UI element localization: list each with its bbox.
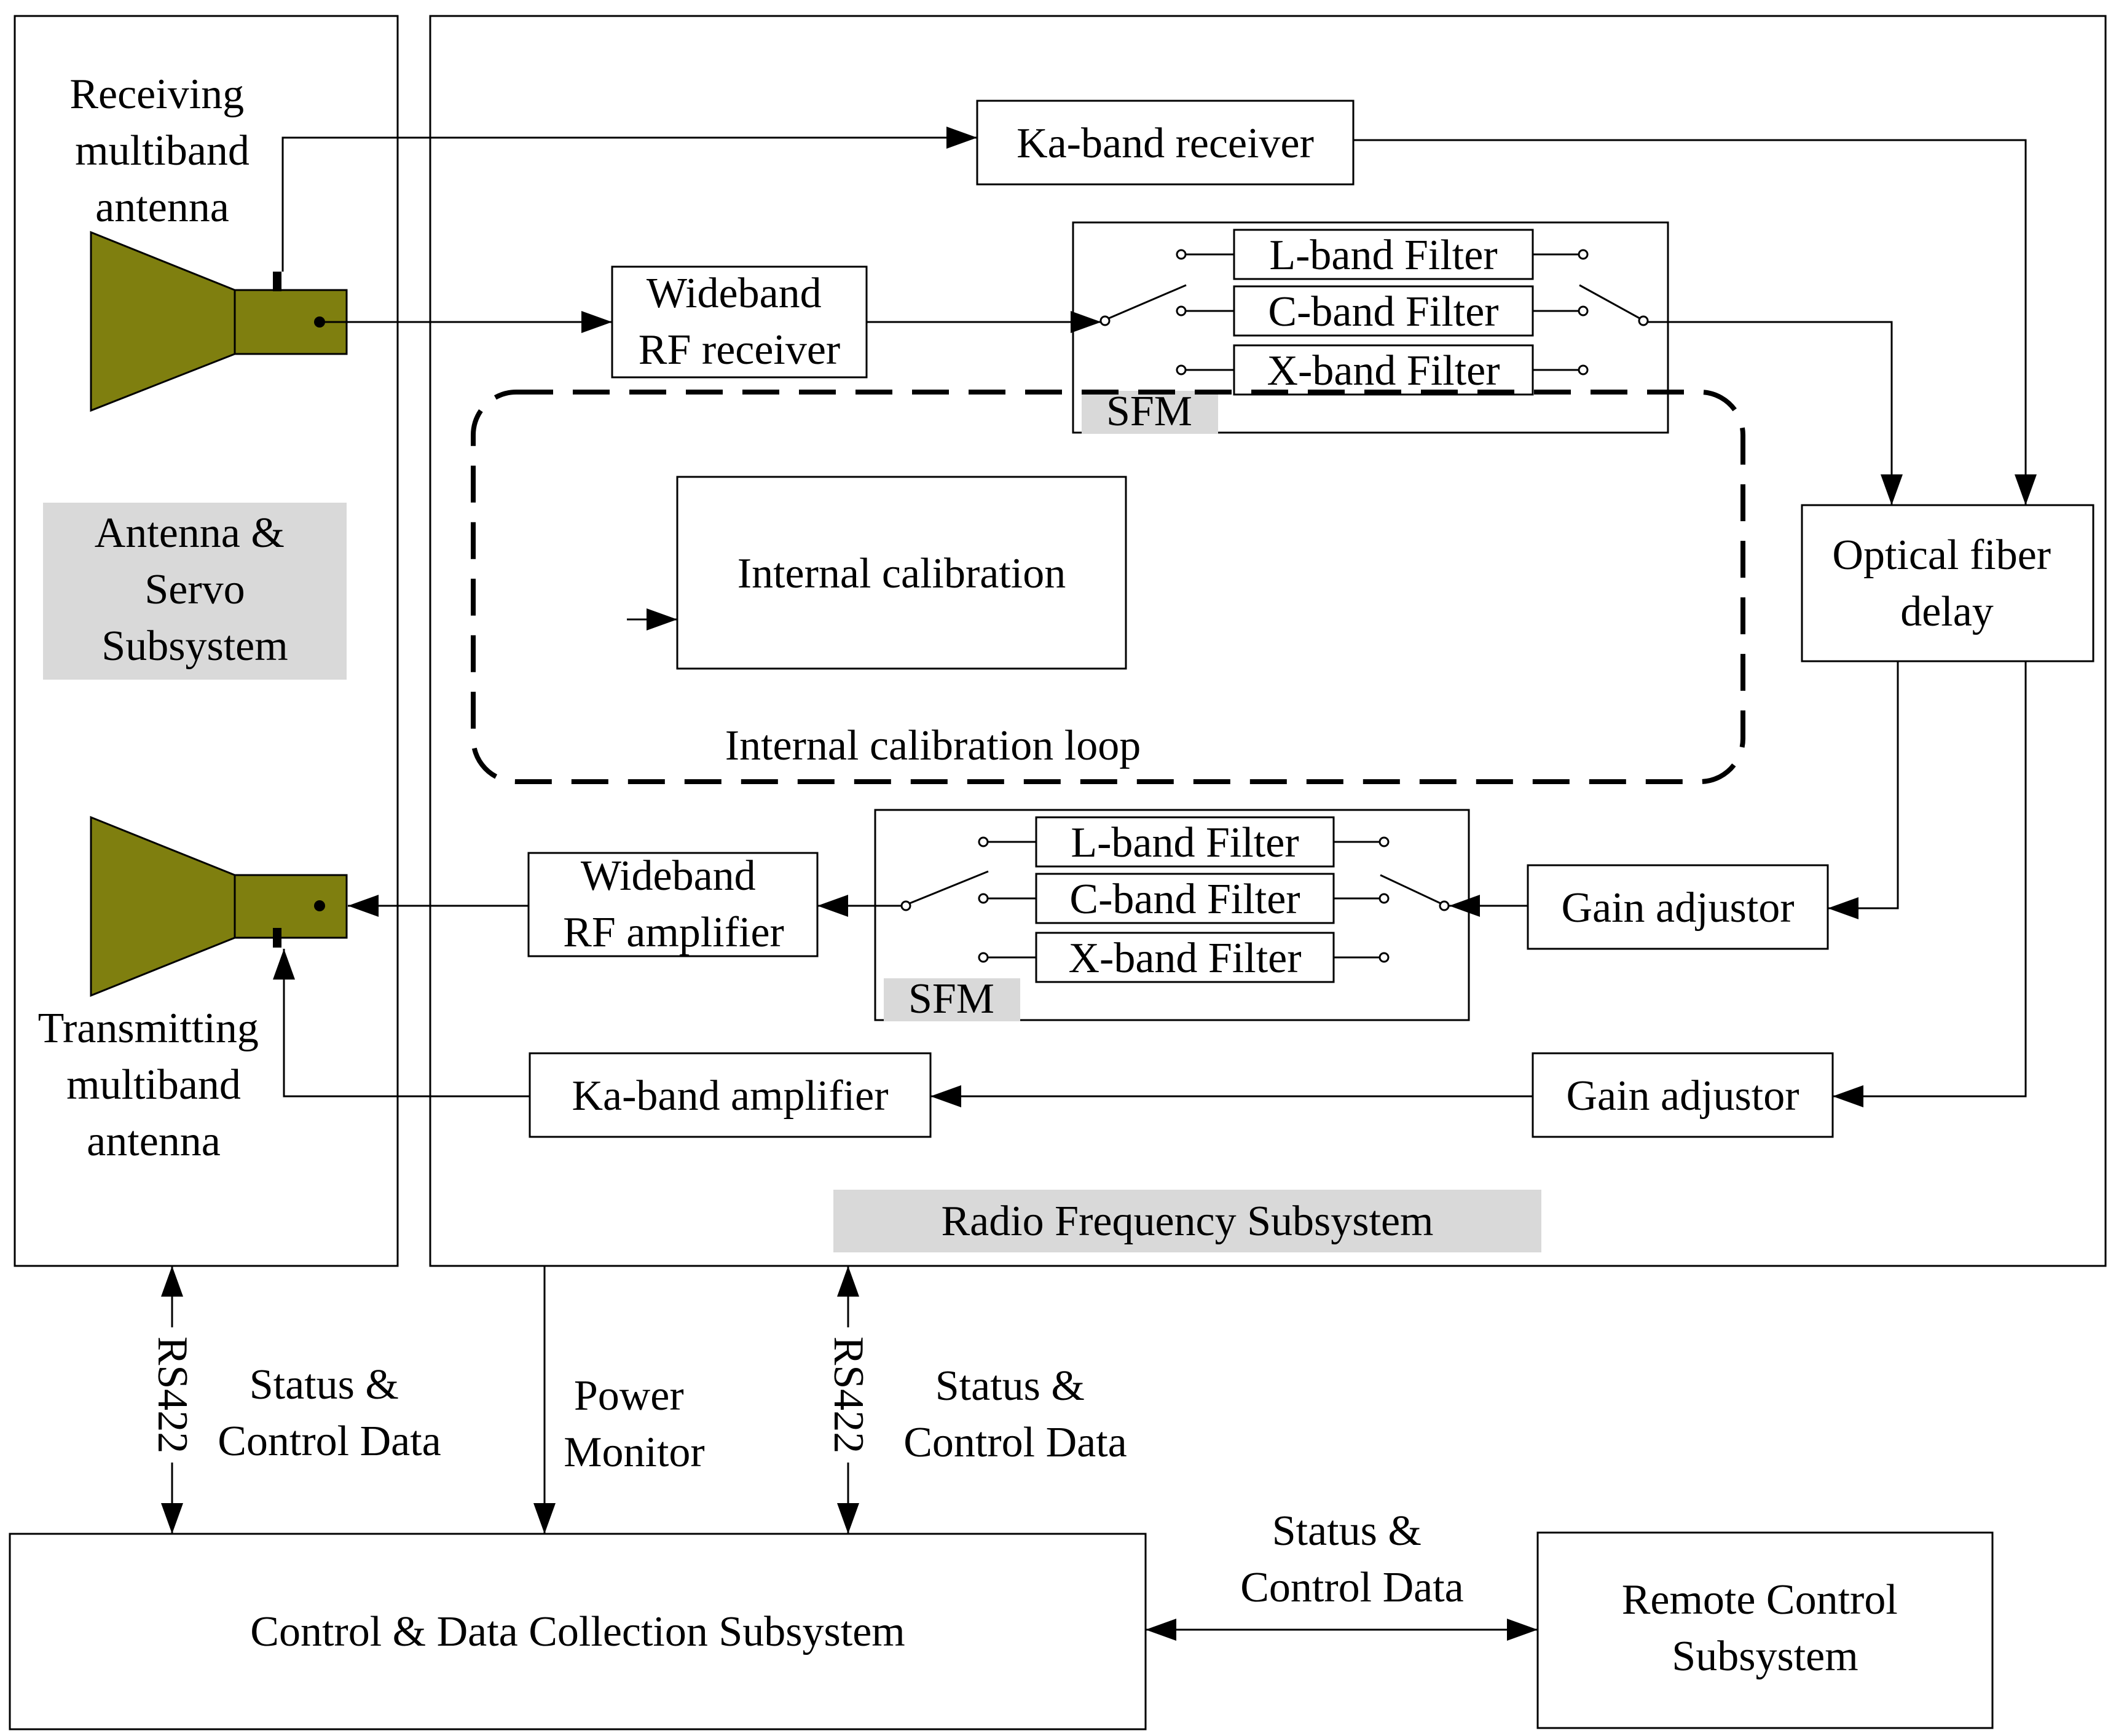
rs422-right-label: RS422 xyxy=(825,1337,872,1454)
sfm-transmit-switch-icon xyxy=(900,836,1450,963)
gain-adjustor-bottom-box xyxy=(1532,1052,1834,1138)
remote-subsystem-label-line: Remote Control xyxy=(1622,1576,1898,1624)
sfm-transmit-filter-c-label: C-band Filter xyxy=(1069,876,1300,923)
internal-calibration-loop xyxy=(471,390,1745,784)
ka-amplifier-box xyxy=(529,1052,932,1138)
remote-subsystem-box xyxy=(1536,1531,1994,1729)
receive-antenna-label-line: multiband xyxy=(75,127,250,175)
receive-antenna-horn-icon xyxy=(90,230,348,412)
ka-receiver-to-optical-delay-arrow xyxy=(1353,139,2037,505)
remote-subsystem-label-line: Subsystem xyxy=(1672,1633,1858,1680)
antenna-subsystem-title-line: Antenna & xyxy=(95,509,285,557)
wideband-rf-receiver-label-line: RF receiver xyxy=(639,326,840,374)
sfm-receive-filter-x xyxy=(1233,344,1534,396)
status-left-label: Status & Control Data xyxy=(218,1361,441,1465)
wideband-rf-receiver-label-line: Wideband xyxy=(647,270,822,317)
receive-antenna-label-line: Receiving xyxy=(69,71,244,118)
sfm-transmit-filter-x-label: X-band Filter xyxy=(1068,935,1301,982)
rf-subsystem-tag xyxy=(833,1190,1541,1252)
sfm-receive-filter-x-label: X-band Filter xyxy=(1267,347,1500,395)
power-monitor-label-line: Monitor xyxy=(564,1429,704,1476)
status-right-label-line: Control Data xyxy=(903,1419,1127,1466)
sfm-receive-tag-label: SFM xyxy=(1106,388,1192,435)
wideband-rf-amplifier-box xyxy=(527,852,819,957)
status-bottom-label-line: Status & xyxy=(1272,1507,1422,1555)
sfm-receive-filter-c-label: C-band Filter xyxy=(1268,288,1498,336)
receive-antenna-label: Receiving multiband antenna xyxy=(69,71,254,231)
antenna-subsystem-title-line: Servo xyxy=(144,566,245,613)
sfm-transmit-filter-x xyxy=(1035,932,1335,983)
optical-delay-to-gain-bottom-arrow xyxy=(1833,661,2027,1107)
wideband-rf-amplifier-label: Wideband RF amplifier xyxy=(563,852,784,956)
gain-adjustor-bottom-label: Gain adjustor xyxy=(1566,1072,1799,1120)
status-bottom-label: Status & Control Data xyxy=(1240,1507,1464,1611)
ka-amplifier-label: Ka-band amplifier xyxy=(572,1072,888,1120)
gain-adjustor-top-box xyxy=(1527,864,1829,950)
sfm-transmit-filter-l-label: L-band Filter xyxy=(1071,819,1299,866)
ka-amplifier-to-antenna-arrow xyxy=(273,949,530,1098)
status-right-label: Status & Control Data xyxy=(903,1362,1127,1466)
optical-fiber-delay-box xyxy=(1801,504,2094,662)
transmit-antenna-label-line: multiband xyxy=(66,1061,241,1109)
control-subsystem-label: Control & Data Collection Subsystem xyxy=(250,1608,905,1655)
wideband-rf-receiver-box xyxy=(611,265,868,379)
rf-subsystem-title: Radio Frequency Subsystem xyxy=(941,1198,1433,1245)
optical-fiber-delay-label: Optical fiber delay xyxy=(1832,532,2061,635)
remote-subsystem-label: Remote Control Subsystem xyxy=(1622,1576,1909,1680)
antenna-subsystem-title-line: Subsystem xyxy=(101,623,288,670)
receive-antenna-label-line: antenna xyxy=(95,184,229,231)
status-left-label-line: Status & xyxy=(250,1361,399,1408)
rf-subsystem-frame xyxy=(429,15,2107,1267)
sfm-to-optical-delay-arrow xyxy=(1647,321,1903,505)
antenna-subsystem-frame xyxy=(14,15,399,1267)
internal-calibration-box xyxy=(676,476,1127,670)
power-monitor-label-line: Power xyxy=(574,1372,684,1420)
sfm-transmit-tag-label: SFM xyxy=(908,975,994,1023)
status-bottom-label-line: Control Data xyxy=(1240,1564,1464,1611)
sfm-receive-switch-icon xyxy=(1099,249,1649,375)
sfm-receive-tag xyxy=(1082,391,1218,434)
control-subsystem-box xyxy=(9,1533,1147,1730)
status-right-label-line: Status & xyxy=(935,1362,1085,1410)
transmit-antenna-horn-icon xyxy=(90,815,348,997)
internal-calibration-label: Internal calibration xyxy=(737,550,1066,597)
sfm-receive-filter-l-label: L-band Filter xyxy=(1269,232,1497,279)
antenna-to-ka-receiver-arrow xyxy=(281,127,977,272)
wideband-rf-amplifier-label-line: Wideband xyxy=(581,852,756,900)
optical-delay-to-gain-top-arrow xyxy=(1828,661,1899,919)
ka-receiver-label: Ka-band receiver xyxy=(1017,120,1314,167)
transmit-antenna-label-line: Transmitting xyxy=(38,1005,259,1052)
sfm-transmit-filter-l xyxy=(1035,816,1335,868)
optical-fiber-delay-label-line: Optical fiber xyxy=(1832,532,2051,579)
calibration-loop-label: Internal calibration loop xyxy=(725,722,1141,769)
power-monitor-label: Power Monitor xyxy=(564,1372,704,1476)
wideband-rf-amplifier-label-line: RF amplifier xyxy=(563,909,784,956)
ka-receiver-box xyxy=(976,100,1355,186)
gain-adjustor-top-label: Gain adjustor xyxy=(1561,884,1794,932)
sfm-receive-filter-l xyxy=(1233,229,1534,280)
wideband-rf-receiver-label: Wideband RF receiver xyxy=(639,270,840,374)
optical-fiber-delay-label-line: delay xyxy=(1900,588,1994,635)
transmit-antenna-label-line: antenna xyxy=(87,1118,221,1165)
status-left-label-line: Control Data xyxy=(218,1418,441,1465)
rs422-left-label: RS422 xyxy=(149,1337,196,1454)
sfm-transmit-tag xyxy=(884,978,1020,1021)
antenna-subsystem-tag xyxy=(43,503,347,680)
transmit-antenna-label: Transmitting multiband antenna xyxy=(38,1005,270,1165)
